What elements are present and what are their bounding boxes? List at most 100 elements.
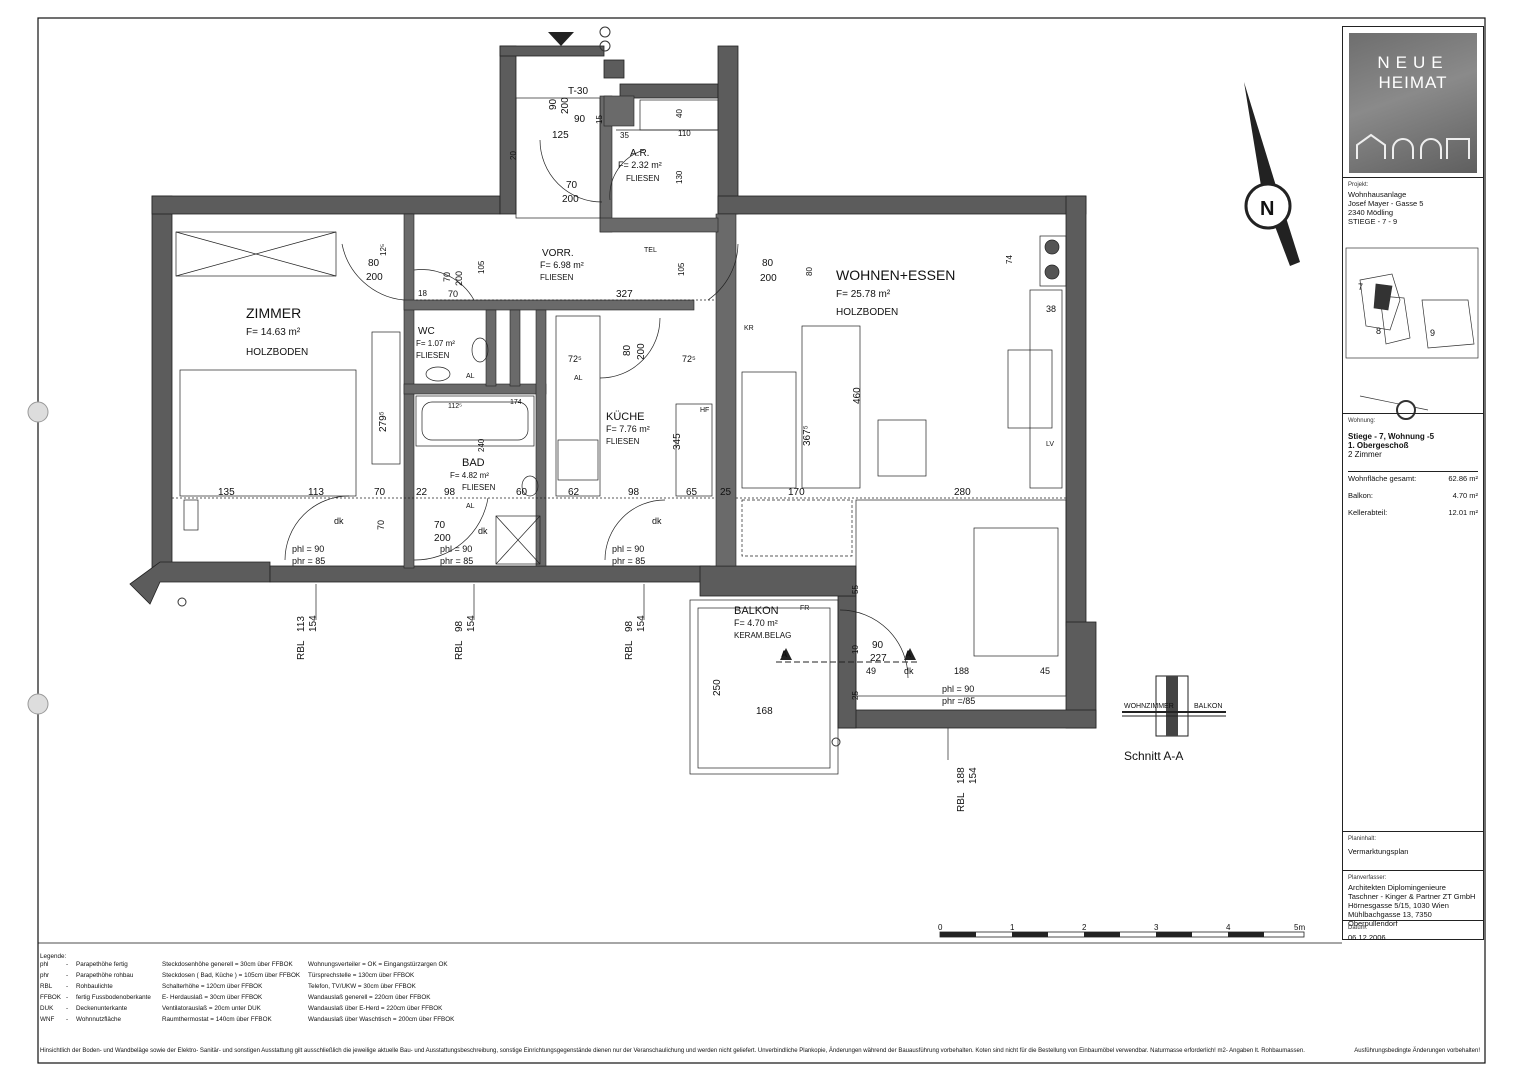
- dim: 20: [509, 151, 518, 160]
- planner-line: Hörnesgasse 5/15, 1030 Wien: [1348, 901, 1449, 910]
- dim: 70: [448, 289, 458, 299]
- project-line: 2340 Mödling: [1348, 208, 1394, 217]
- legend-text: Telefon, TV/UKW = 30cm über FFBOK: [308, 983, 416, 990]
- dim: 105: [677, 262, 686, 276]
- plan-content-value: Vermarktungsplan: [1348, 847, 1409, 856]
- dim: 25: [720, 487, 732, 498]
- dimension-labels: 327 105 105 80 200 80 200 70 200 70 200 …: [218, 86, 1056, 717]
- room-kueche-area: F= 7.76 m²: [606, 424, 650, 434]
- logo-house-icon: [1356, 133, 1470, 159]
- area-name: Kellerabteil:: [1348, 508, 1388, 517]
- dim: 55: [851, 585, 860, 594]
- door-phl: phl = 90: [292, 544, 324, 554]
- dim: 125: [552, 130, 569, 141]
- dim: 113: [308, 487, 324, 498]
- door-phl: phl = 90: [612, 544, 644, 554]
- dim: 200: [562, 194, 579, 205]
- legend-dash: -: [66, 961, 69, 968]
- dim: TEL: [644, 247, 657, 254]
- dim: 168: [756, 706, 773, 717]
- room-wohnen-area: F= 25.78 m²: [836, 289, 891, 300]
- apartment-line2: 1. Obergeschoß: [1348, 441, 1409, 450]
- project-label: Projekt:: [1348, 182, 1369, 188]
- floor-plan-linework: [172, 97, 1067, 775]
- legend: Legende: phl phr RBL FFBOK DUK WNF - - -…: [38, 949, 1485, 1062]
- dim: 80: [805, 267, 814, 276]
- dim: 70: [376, 520, 386, 530]
- legend-text: Deckenunterkante: [76, 1005, 128, 1012]
- dim: 98: [444, 487, 456, 498]
- entrance-marker-icon: [548, 32, 574, 46]
- rbl-value-a: 98: [454, 620, 465, 632]
- apartment-section: Wohnung: Stiege - 7, Wohnung -5 1. Oberg…: [1343, 413, 1483, 833]
- legend-text: Steckdosen ( Bad, Küche ) = 105cm über F…: [162, 972, 301, 979]
- site-label-7: 7: [1358, 282, 1363, 292]
- planner-section: Planverfasser: Architekten Diplomingenie…: [1343, 870, 1483, 928]
- room-ar-floor: FLIESEN: [626, 174, 660, 183]
- dim: 250: [712, 679, 723, 696]
- dim: 90: [872, 640, 884, 651]
- dim: 279⁵: [378, 411, 389, 432]
- legend-abbr: phl: [40, 961, 49, 968]
- dim: 74: [1005, 255, 1014, 264]
- dim: 62: [568, 487, 580, 498]
- logo-line1: NEUE: [1377, 53, 1449, 72]
- area-value: 62.86 m²: [1448, 474, 1478, 483]
- dim: 280: [954, 487, 971, 498]
- dim: 15: [595, 115, 604, 124]
- door-dk: dk: [904, 666, 914, 676]
- section-marker-icon: [904, 648, 916, 660]
- legend-col-dash: - - - - - -: [66, 959, 68, 1025]
- site-plan-mini: [1345, 247, 1479, 420]
- dim: 10: [851, 645, 860, 654]
- dim: 45: [1040, 666, 1050, 676]
- dim: KR: [744, 325, 754, 332]
- dim: 70: [374, 487, 386, 498]
- rbl-value-a: 98: [624, 620, 635, 632]
- footnote: Hinsichtlich der Boden- und Wandbeläge s…: [40, 1048, 1480, 1054]
- footnote-main: Hinsichtlich der Boden- und Wandbeläge s…: [40, 1048, 1305, 1054]
- room-wohnen-name: WOHNEN+ESSEN: [836, 267, 955, 283]
- scale-bar: 0 1 2 3 4 5m: [938, 923, 1305, 938]
- rbl-labels: RBL 113 154 RBL 98 154 RBL 98 154 RBL 18…: [296, 615, 979, 812]
- room-bad-name: BAD: [462, 457, 485, 469]
- legend-abbr: DUK: [40, 1005, 54, 1012]
- legend-text: Wandauslaß über E-Herd = 220cm über FFBO…: [308, 1005, 443, 1012]
- legend-text: Rohbaulichte: [76, 983, 113, 990]
- door-dk: dk: [334, 516, 344, 526]
- project-line: STIEGE - 7 - 9: [1348, 217, 1398, 226]
- dim: 70: [442, 272, 452, 282]
- rbl-value-b: 154: [308, 615, 319, 632]
- scale-tick: 4: [1226, 923, 1231, 932]
- dim: 367⁵: [802, 425, 813, 446]
- room-vorr-floor: FLIESEN: [540, 273, 574, 282]
- rbl-value-b: 154: [968, 767, 979, 784]
- dim: 25: [851, 691, 860, 700]
- date-section: Datum: 06.12.2006: [1343, 920, 1483, 942]
- marker-circle: [831, 737, 841, 747]
- dim: 72⁵: [568, 354, 582, 364]
- dim: 105: [477, 260, 486, 274]
- svg-text:N: N: [1260, 198, 1274, 220]
- door-dk: dk: [652, 516, 662, 526]
- room-labels: ZIMMER F= 14.63 m² HOLZBODEN WC F= 1.07 …: [246, 148, 955, 640]
- room-balkon-name: BALKON: [734, 605, 779, 617]
- room-vorr-area: F= 6.98 m²: [540, 260, 584, 270]
- legend-text: Parapethöhe fertig: [76, 961, 128, 968]
- dim: 200: [560, 97, 571, 114]
- rbl-label: RBL: [956, 792, 967, 812]
- rbl-label: RBL: [624, 640, 635, 660]
- dim: 60: [516, 487, 528, 498]
- rbl-value-a: 188: [956, 767, 967, 784]
- project-line: Josef Mayer - Gasse 5: [1348, 199, 1424, 208]
- dim: 70: [434, 520, 446, 531]
- logo-line2: HEIMAT: [1378, 73, 1448, 92]
- marker-circle: [177, 597, 187, 607]
- dim: 70: [566, 180, 578, 191]
- legend-col-text: Parapethöhe fertig Parapethöhe rohbau Ro…: [76, 959, 151, 1025]
- legend-text: Schalterhöhe = 120cm über FFBOK: [162, 983, 263, 990]
- area-value: 12.01 m²: [1448, 508, 1478, 517]
- date-value: 06.12.2006: [1348, 933, 1386, 942]
- legend-dash: -: [66, 1016, 69, 1023]
